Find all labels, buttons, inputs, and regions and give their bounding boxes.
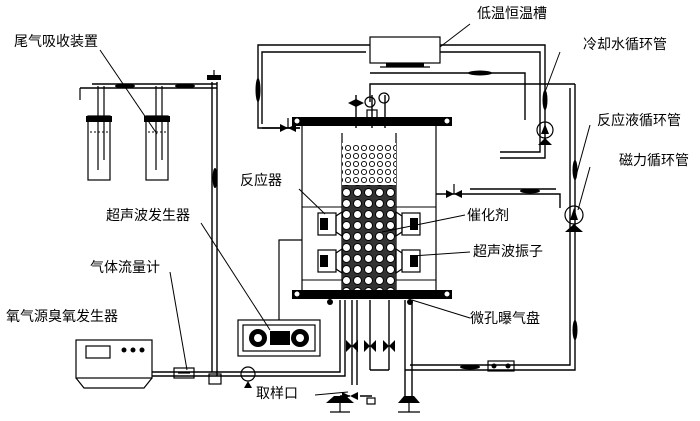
cooling-water-pipe	[255, 44, 548, 159]
reactor-top-fittings	[262, 92, 390, 132]
reactor-side-valve	[436, 184, 470, 198]
cooling-water-loop-label: 冷却水循环管	[583, 37, 667, 53]
ultrasonic-generator	[237, 239, 321, 357]
sampling-port-label: 取样口	[256, 386, 298, 402]
sampling-pipes	[326, 300, 420, 413]
reactor-vessel	[292, 117, 452, 305]
magnetic-loop-label: 磁力循环管	[619, 153, 689, 169]
micro-aerator-label: 微孔曝气盘	[470, 310, 540, 327]
leader-lines	[99, 49, 591, 396]
ozone-generator	[75, 339, 153, 389]
gas-line	[152, 70, 346, 388]
reaction-liquid-pipe	[369, 83, 578, 372]
cooling-pump	[536, 121, 554, 145]
gas-flowmeter-label: 气体流量计	[90, 260, 160, 276]
low-temp-bath	[369, 23, 471, 68]
catalyst-label: 催化剂	[467, 208, 509, 224]
reaction-liquid-loop-label: 反应液循环管	[597, 112, 681, 129]
ultrasonic-generator-label: 超声波发生器	[106, 208, 190, 224]
low-temp-bath-label: 低温恒温槽	[477, 6, 547, 22]
ultrasonic-transducers	[317, 210, 421, 275]
ozone-generator-label: 氧气源臭氧发生器	[6, 309, 118, 325]
tail-gas-absorber	[79, 83, 217, 181]
tail-gas-absorber-label: 尾气吸收装置	[14, 34, 98, 50]
reactor-label: 反应器	[240, 172, 282, 189]
magnetic-pump	[470, 188, 584, 232]
ultrasonic-transducer-label: 超声波振子	[473, 244, 543, 260]
